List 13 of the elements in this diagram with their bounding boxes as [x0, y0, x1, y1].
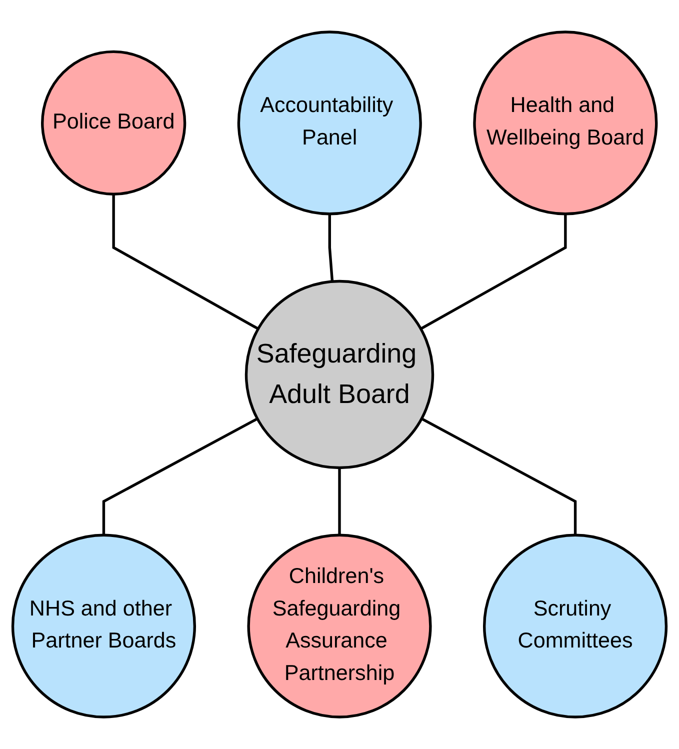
connector: [102, 418, 258, 536]
node-circle: Children's Safeguarding Assurance Partnership: [247, 534, 432, 718]
connector: [112, 194, 259, 330]
connector: [420, 418, 577, 536]
node-circle: Scrutiny Committees: [482, 534, 668, 718]
node-circle: Safeguarding Adult Board: [244, 280, 434, 470]
node-circle: Police Board: [41, 50, 186, 196]
connector: [328, 214, 334, 282]
node-circle: Health and Wellbeing Board: [473, 30, 658, 216]
node-circle: Accountability Panel: [237, 30, 422, 216]
node-circle: NHS and other Partner Boards: [11, 534, 196, 718]
connector: [420, 214, 567, 330]
connector: [338, 468, 341, 536]
